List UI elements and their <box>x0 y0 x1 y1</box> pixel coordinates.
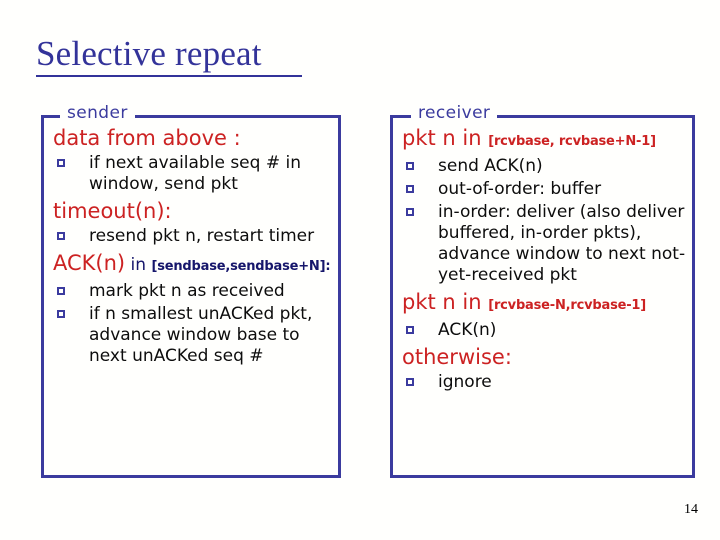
receiver-heading-sub-0: [rcvbase, rcvbase+N-1] <box>488 134 656 149</box>
title-underline <box>36 75 302 77</box>
receiver-panel-legend: receiver <box>411 103 498 123</box>
sender-panel-legend: sender <box>60 103 135 123</box>
sender-heading-data-from-above: data from above : <box>53 126 332 151</box>
sender-heading-mid-2: in <box>125 255 152 275</box>
receiver-heading-main-0: pkt n in <box>402 126 489 150</box>
list-item: out-of-order: buffer <box>399 179 686 200</box>
sender-heading-main-1: timeout(n): <box>53 199 172 223</box>
sender-panel-body: data from above : if next available seq … <box>44 118 338 367</box>
receiver-heading-main-1: pkt n in <box>402 290 489 314</box>
list-item: ACK(n) <box>399 320 686 341</box>
list-item-label: resend pkt n, restart timer <box>89 226 315 246</box>
list-item-label: ACK(n) <box>438 320 497 340</box>
page-title-text: Selective repeat <box>36 34 262 73</box>
list-item-label: ignore <box>438 372 492 392</box>
bullet-square-icon <box>57 287 65 295</box>
bullet-square-icon <box>406 162 414 170</box>
list-item-label: in-order: deliver (also deliver buffered… <box>438 202 686 285</box>
list-item-label: out-of-order: buffer <box>438 179 602 199</box>
sender-bullet-list-0: if next available seq # in window, send … <box>50 153 332 195</box>
sender-heading-timeout: timeout(n): <box>53 199 332 224</box>
bullet-square-icon <box>406 208 414 216</box>
list-item-label: send ACK(n) <box>438 156 543 176</box>
list-item: ignore <box>399 372 686 393</box>
list-item: send ACK(n) <box>399 156 686 177</box>
receiver-heading-sub-1: [rcvbase-N,rcvbase-1] <box>488 298 647 313</box>
receiver-panel: receiver pkt n in [rcvbase, rcvbase+N-1]… <box>390 103 695 478</box>
list-item: if next available seq # in window, send … <box>50 153 332 195</box>
bullet-square-icon <box>57 159 65 167</box>
sender-bullet-list-1: resend pkt n, restart timer <box>50 226 332 247</box>
bullet-square-icon <box>57 310 65 318</box>
sender-bullet-list-2: mark pkt n as received if n smallest unA… <box>50 281 332 367</box>
page-number: 14 <box>684 502 698 517</box>
list-item-label: mark pkt n as received <box>89 281 285 301</box>
receiver-heading-pkt-below-window: pkt n in [rcvbase-N,rcvbase-1] <box>402 290 686 318</box>
receiver-heading-main-2: otherwise: <box>402 345 512 369</box>
sender-heading-sub-2: [sendbase,sendbase+N]: <box>151 259 331 274</box>
receiver-panel-body: pkt n in [rcvbase, rcvbase+N-1] send ACK… <box>393 118 692 393</box>
sender-heading-ack: ACK(n) in [sendbase,sendbase+N]: <box>53 251 332 279</box>
receiver-bullet-list-1: ACK(n) <box>399 320 686 341</box>
list-item: if n smallest unACKed pkt, advance windo… <box>50 304 332 367</box>
bullet-square-icon <box>406 378 414 386</box>
sender-heading-main-2: ACK(n) <box>53 251 126 275</box>
list-item: in-order: deliver (also deliver buffered… <box>399 202 686 286</box>
bullet-square-icon <box>57 232 65 240</box>
bullet-square-icon <box>406 326 414 334</box>
list-item-label: if next available seq # in window, send … <box>89 153 301 194</box>
bullet-square-icon <box>406 185 414 193</box>
page-title: Selective repeat <box>36 34 302 77</box>
list-item-label: if n smallest unACKed pkt, advance windo… <box>89 304 313 366</box>
sender-panel: sender data from above : if next availab… <box>41 103 341 478</box>
sender-heading-main-0: data from above : <box>53 126 241 150</box>
list-item: mark pkt n as received <box>50 281 332 302</box>
list-item: resend pkt n, restart timer <box>50 226 332 247</box>
receiver-bullet-list-0: send ACK(n) out-of-order: buffer in-orde… <box>399 156 686 286</box>
receiver-heading-otherwise: otherwise: <box>402 345 686 370</box>
receiver-heading-pkt-in-window: pkt n in [rcvbase, rcvbase+N-1] <box>402 126 686 154</box>
receiver-bullet-list-2: ignore <box>399 372 686 393</box>
